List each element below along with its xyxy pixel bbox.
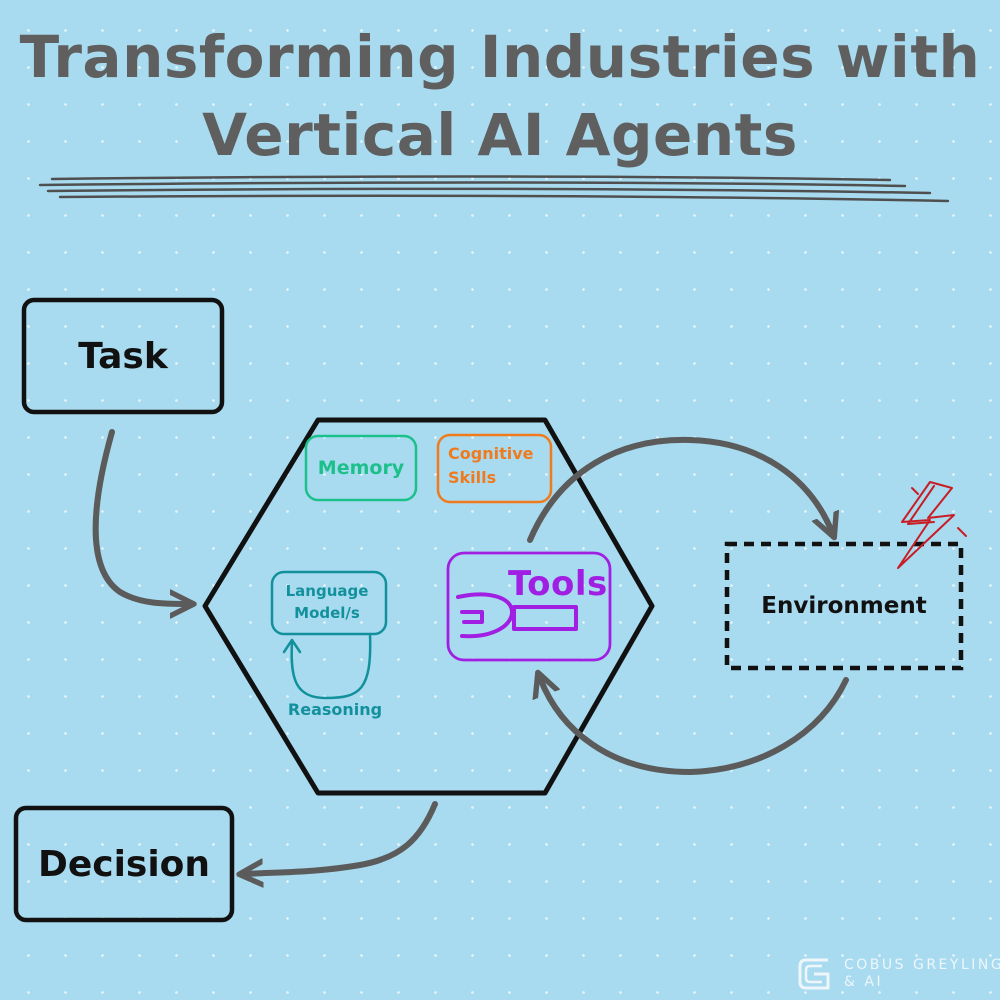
agent-hexagon xyxy=(202,417,655,796)
language-model-line-1: Language xyxy=(285,582,369,600)
agent-to-decision-arrow xyxy=(245,801,438,874)
brand-name: COBUS GREYLING & AI xyxy=(844,957,1000,991)
tools-label: Tools xyxy=(508,564,608,604)
environment-label: Environment xyxy=(761,593,927,619)
tools-to-environment-arrow xyxy=(527,436,832,543)
reasoning-loop-arrow xyxy=(290,632,372,700)
language-model-label: Language Model/s xyxy=(272,580,382,624)
title-line-1: Transforming Industries with xyxy=(19,23,981,91)
memory-box xyxy=(304,434,418,502)
page-title: Transforming Industries with Vertical AI… xyxy=(0,18,1000,174)
tools-box xyxy=(446,551,612,662)
memory-label: Memory xyxy=(317,457,405,479)
brand-logo-icon xyxy=(798,958,830,990)
language-model-line-2: Model/s xyxy=(294,604,360,622)
reasoning-label: Reasoning xyxy=(287,700,383,719)
cognitive-skills-box xyxy=(436,433,553,504)
brand-mark: COBUS GREYLING & AI xyxy=(796,954,1000,998)
task-box xyxy=(21,297,225,415)
environment-to-tools-arrow xyxy=(540,678,849,776)
decision-label: Decision xyxy=(37,843,211,885)
cognitive-skills-line-2: Skills xyxy=(448,468,497,487)
brand-line-2: & AI xyxy=(844,974,884,990)
decision-box xyxy=(13,805,235,923)
task-to-agent-arrow xyxy=(92,429,188,604)
title-underline xyxy=(38,175,950,203)
task-label: Task xyxy=(78,335,168,377)
brand-line-1: COBUS GREYLING xyxy=(844,957,1000,973)
language-model-box xyxy=(270,570,388,636)
reasoning-arrowhead xyxy=(282,638,302,654)
title-line-2: Vertical AI Agents xyxy=(202,101,798,169)
cognitive-skills-line-1: Cognitive xyxy=(448,444,534,463)
cognitive-skills-label: Cognitive Skills xyxy=(448,442,558,490)
lightning-icon xyxy=(897,481,967,569)
environment-box xyxy=(724,541,964,671)
wrench-icon xyxy=(456,592,578,639)
